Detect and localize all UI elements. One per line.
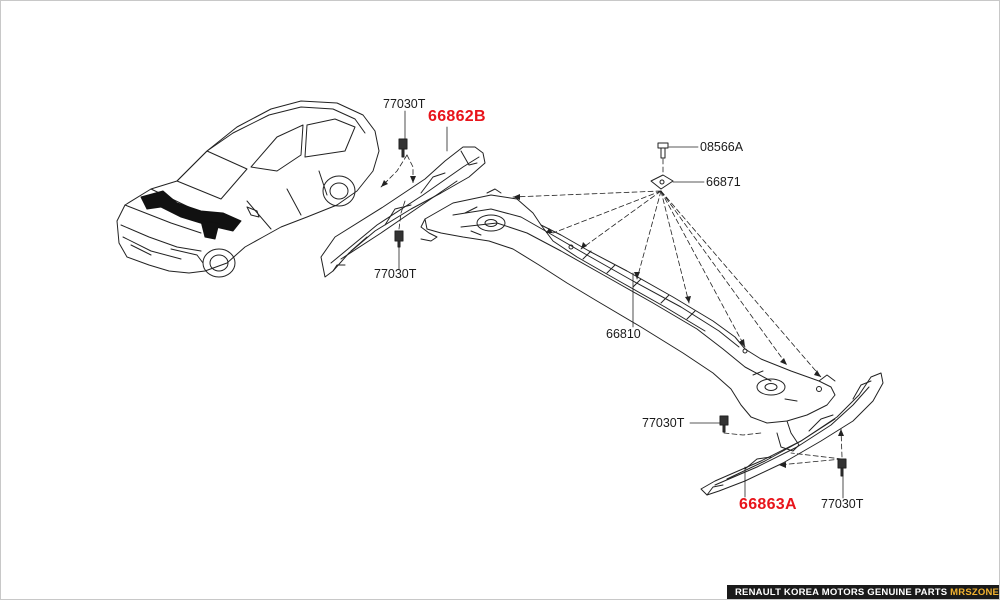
clip-77030t-front-lower-shape: [394, 230, 404, 248]
footer-brand-text: MRSZONE: [950, 587, 1000, 598]
callout-77030t-rear-upper: 77030T: [642, 416, 685, 430]
callout-08566a: 08566A: [700, 140, 744, 154]
callout-66810: 66810: [606, 327, 641, 341]
leader-lines: [398, 110, 844, 499]
cowl-panel-66810: [420, 188, 836, 452]
footer-watermark: RENAULT KOREA MOTORS GENUINE PARTS MRSZO…: [727, 585, 1000, 599]
callout-66863a: 66863A: [739, 496, 797, 513]
callout-66862b: 66862B: [428, 108, 486, 125]
arrow-heads: [381, 176, 844, 468]
clip-77030t-top-shape: [398, 138, 408, 158]
footer-main-text: RENAULT KOREA MOTORS GENUINE PARTS: [735, 587, 951, 598]
clip-77030t-rear-upper-shape: [719, 415, 729, 433]
callout-77030t-front-lower: 77030T: [374, 267, 417, 281]
panel-66862b: [320, 146, 486, 278]
nut-plate-66871-shape: [650, 174, 674, 190]
callout-66871: 66871: [706, 175, 741, 189]
panel-66863a: [700, 372, 884, 496]
callout-77030t-top: 77030T: [383, 97, 426, 111]
screw-08566a-shape: [657, 142, 669, 159]
callout-77030t-rear-lower: 77030T: [821, 497, 864, 511]
car-illustration: [116, 100, 380, 278]
clip-77030t-rear-lower-shape: [837, 458, 847, 477]
assembly-dashed-lines: [380, 154, 843, 466]
